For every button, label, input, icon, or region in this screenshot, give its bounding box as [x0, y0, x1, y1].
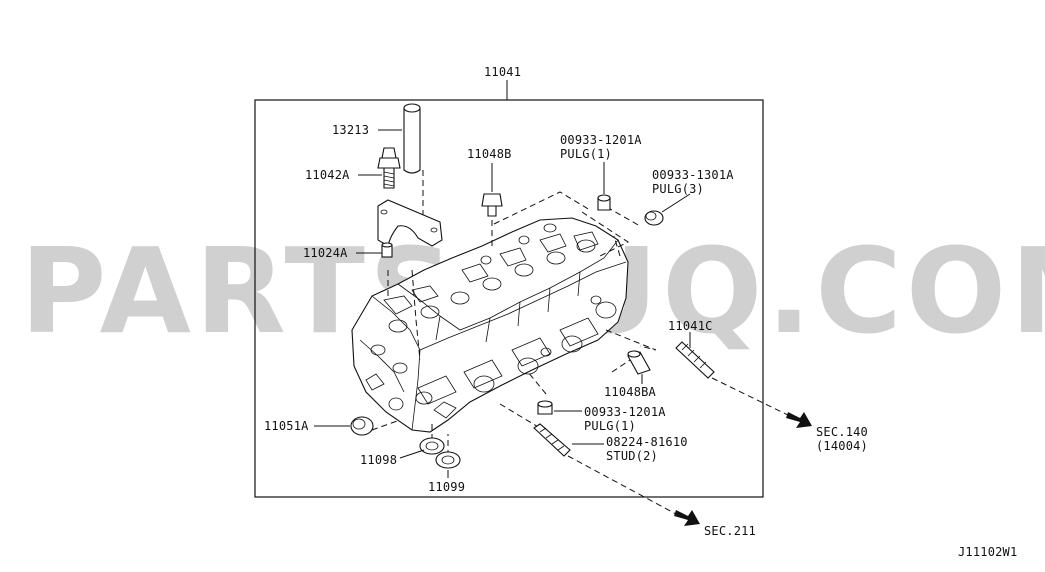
- sec140-sub-label: (14004): [816, 439, 868, 453]
- arrow-sec211[interactable]: [674, 510, 700, 526]
- bolt-11042A[interactable]: [377, 147, 401, 189]
- plug-11048BA[interactable]: [627, 350, 651, 375]
- callout-13213[interactable]: 13213: [332, 123, 369, 137]
- seal-11098[interactable]: [419, 437, 445, 455]
- arrow-sec140[interactable]: [786, 412, 812, 428]
- cylinder-head[interactable]: [351, 217, 629, 433]
- sec211-label[interactable]: SEC.211: [704, 524, 756, 538]
- plug-00933-1201A-top[interactable]: [597, 194, 611, 211]
- callout-11051A[interactable]: 11051A: [264, 419, 309, 433]
- plug-bolt-11048B[interactable]: [481, 193, 503, 217]
- callout-pulg-1: PULG(1): [560, 147, 612, 161]
- seal-11099[interactable]: [435, 451, 461, 469]
- sec140-label[interactable]: SEC.140: [816, 425, 868, 439]
- callout-11041C[interactable]: 11041C: [668, 319, 713, 333]
- plug-00933-1201A-bottom[interactable]: [537, 400, 553, 415]
- callout-00933-1201A-2[interactable]: 00933-1201A: [584, 405, 666, 419]
- bearing-cap[interactable]: [377, 199, 443, 247]
- cap-11051A[interactable]: [350, 416, 374, 436]
- dashed-guides: [371, 170, 657, 456]
- callout-11048B[interactable]: 11048B: [467, 147, 512, 161]
- callout-pulg-1-2: PULG(1): [584, 419, 636, 433]
- callout-11099[interactable]: 11099: [428, 480, 465, 494]
- callout-stud-2: STUD(2): [606, 449, 658, 463]
- callout-11048BA[interactable]: 11048BA: [604, 385, 657, 399]
- callout-11024A[interactable]: 11024A: [303, 246, 348, 260]
- callout-pulg-3: PULG(3): [652, 182, 704, 196]
- stud-11041C[interactable]: [675, 341, 715, 379]
- callout-00933-1301A[interactable]: 00933-1301A: [652, 168, 734, 182]
- callout-11041[interactable]: 11041: [484, 65, 521, 79]
- plug-00933-1301A[interactable]: [644, 210, 664, 226]
- callout-11042A[interactable]: 11042A: [305, 168, 350, 182]
- callout-00933-1201A[interactable]: 00933-1201A: [560, 133, 642, 147]
- dowel-11024A[interactable]: [381, 242, 393, 258]
- callout-08224-81610[interactable]: 08224-81610: [606, 435, 688, 449]
- assembly-frame: [254, 99, 764, 498]
- diagram-code: J11102W1: [958, 545, 1017, 559]
- stud-08224-81610[interactable]: [533, 423, 571, 457]
- callout-11098[interactable]: 11098: [360, 453, 397, 467]
- sleeve-13213[interactable]: [403, 103, 421, 174]
